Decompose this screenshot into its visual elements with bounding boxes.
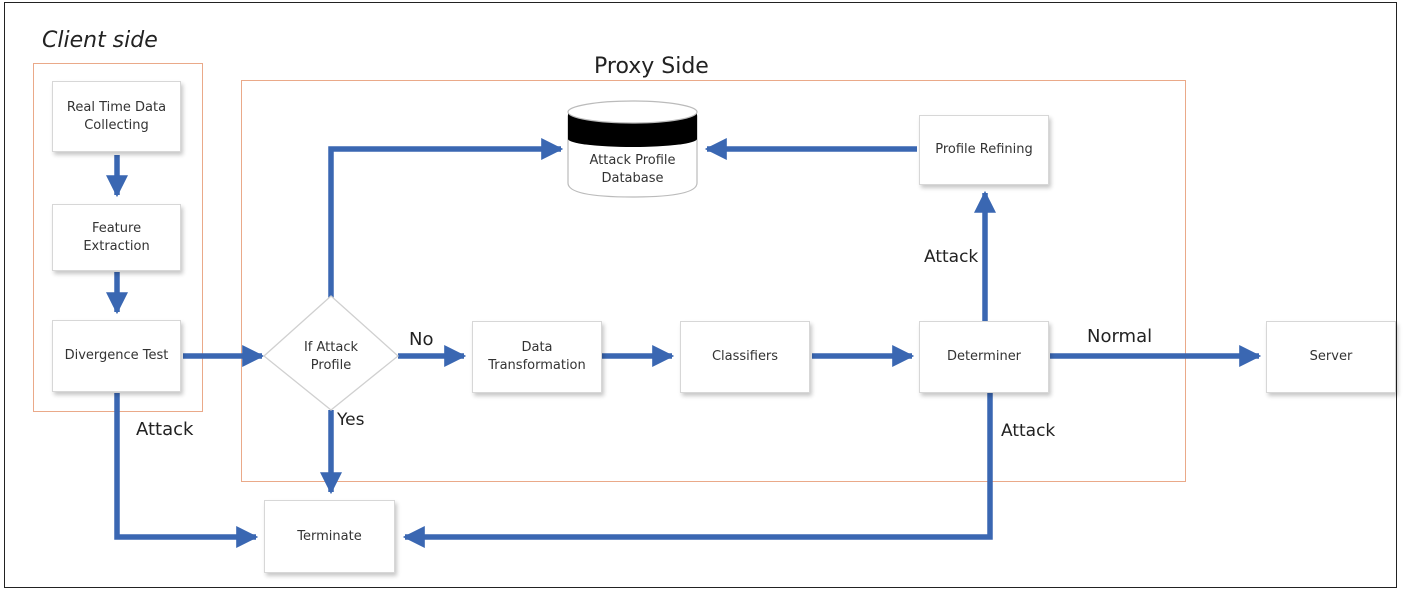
arrow-divergence-attack-to-terminate [114,393,259,548]
arrow-db-to-decision [328,138,564,298]
attack-profile-database-label: Attack Profile Database [589,153,676,187]
feature-extraction-box: Feature Extraction [52,204,181,271]
diagram-frame [4,2,1397,588]
data-transformation-box: Data Transformation [472,321,602,393]
database-cylinder-shape [567,100,698,198]
profile-refining-box: Profile Refining [919,115,1049,185]
classifiers-box: Classifiers [680,321,810,393]
edge-label-attack-up: Attack [924,247,979,267]
arrow-determiner-attack-to-terminate [402,393,993,548]
divergence-test-box: Divergence Test [52,320,181,392]
edge-label-yes: Yes [337,410,365,430]
edge-label-no: No [409,329,434,350]
edge-label-attack-down: Attack [1001,421,1056,441]
client-side-title: Client side [42,28,158,53]
terminate-box: Terminate [264,500,395,573]
edge-label-attack-client: Attack [136,419,194,440]
proxy-side-title: Proxy Side [594,54,709,79]
real-time-data-collecting-box: Real Time Data Collecting [52,81,181,152]
proxy-side-region [241,80,1186,482]
server-box: Server [1266,321,1396,393]
determiner-box: Determiner [919,321,1049,393]
decision-diamond-shape [262,295,400,411]
if-attack-profile-label: If Attack Profile [303,340,359,373]
edge-label-normal: Normal [1087,326,1153,347]
